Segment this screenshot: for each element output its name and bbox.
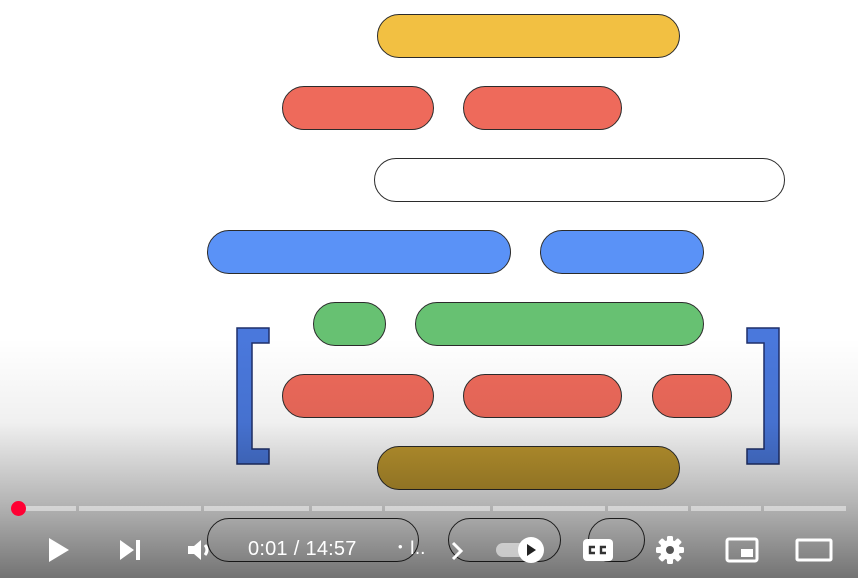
volume-icon xyxy=(188,540,209,560)
chapter-title-button[interactable]: • I.. xyxy=(398,538,425,560)
block-red xyxy=(282,374,434,418)
mute-button[interactable] xyxy=(180,532,220,568)
left-bracket xyxy=(236,327,270,465)
closed-captions-icon xyxy=(583,539,613,561)
theater-mode-button[interactable] xyxy=(792,532,836,568)
block-blue xyxy=(540,230,704,274)
theater-mode-icon xyxy=(795,538,833,562)
block-green xyxy=(415,302,704,346)
chapter-bullet: • xyxy=(398,539,403,554)
chapter-segment[interactable] xyxy=(385,506,490,511)
block-red xyxy=(463,86,622,130)
play-icon xyxy=(527,544,536,556)
block-blue xyxy=(207,230,511,274)
play-icon xyxy=(49,538,69,562)
settings-button[interactable] xyxy=(650,532,690,568)
chapter-segment[interactable] xyxy=(79,506,201,511)
chapter-segment[interactable] xyxy=(12,506,76,511)
chapter-segment[interactable] xyxy=(493,506,605,511)
block-red xyxy=(652,374,732,418)
gear-icon xyxy=(656,536,684,564)
block-white xyxy=(374,158,785,202)
scrubber-handle[interactable] xyxy=(11,501,26,516)
chapter-title-text: I.. xyxy=(409,538,426,559)
block-yellow-bottom xyxy=(377,446,680,490)
miniplayer-icon xyxy=(725,537,759,563)
right-bracket xyxy=(746,327,780,465)
block-red xyxy=(463,374,622,418)
current-time: 0:01 xyxy=(248,538,288,560)
chevron-right-icon[interactable] xyxy=(448,540,466,562)
chapter-segment[interactable] xyxy=(764,506,846,511)
captions-button[interactable] xyxy=(578,532,618,568)
time-display: 0:01/14:57 xyxy=(248,538,357,561)
autoplay-toggle[interactable] xyxy=(496,537,548,563)
next-button[interactable] xyxy=(110,532,150,568)
duration: 14:57 xyxy=(305,538,357,560)
chapter-segment[interactable] xyxy=(608,506,688,511)
miniplayer-button[interactable] xyxy=(722,532,762,568)
skip-next-icon xyxy=(120,540,140,560)
block-yellow-top xyxy=(377,14,680,58)
block-red xyxy=(282,86,434,130)
play-button[interactable] xyxy=(38,532,78,568)
time-separator: / xyxy=(293,538,300,560)
progress-bar[interactable] xyxy=(11,501,846,516)
block-green xyxy=(313,302,386,346)
chapter-segment[interactable] xyxy=(312,506,382,511)
autoplay-knob xyxy=(518,537,544,563)
chapter-segment[interactable] xyxy=(691,506,761,511)
chapter-segment[interactable] xyxy=(204,506,309,511)
